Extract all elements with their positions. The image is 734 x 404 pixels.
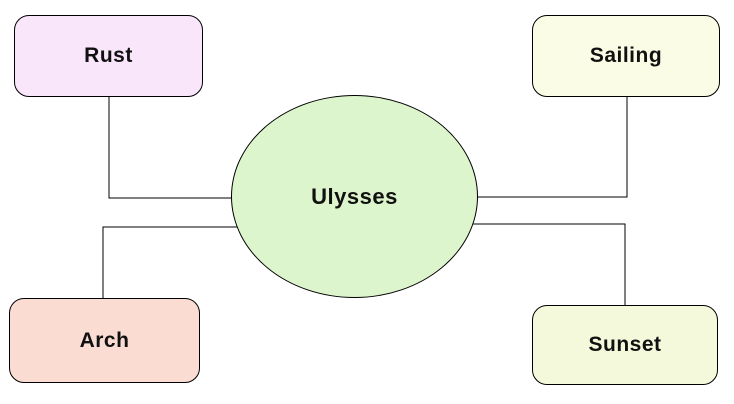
node-sailing-label: Sailing [589, 44, 663, 67]
node-sunset[interactable]: Sunset [532, 305, 718, 385]
node-sunset-label: Sunset [588, 333, 662, 356]
edge-sailing-to-center [460, 97, 628, 198]
node-sailing[interactable]: Sailing [532, 15, 720, 97]
node-rust[interactable]: Rust [14, 15, 203, 97]
node-rust-label: Rust [84, 44, 133, 67]
node-center-label: Ulysses [311, 183, 398, 209]
edge-rust-to-center [108, 97, 250, 199]
node-arch[interactable]: Arch [9, 298, 200, 383]
node-center-ulysses[interactable]: Ulysses [231, 95, 478, 298]
node-arch-label: Arch [79, 328, 130, 352]
edge-sunset-to-center [460, 223, 626, 305]
edge-arch-to-center [102, 226, 250, 298]
